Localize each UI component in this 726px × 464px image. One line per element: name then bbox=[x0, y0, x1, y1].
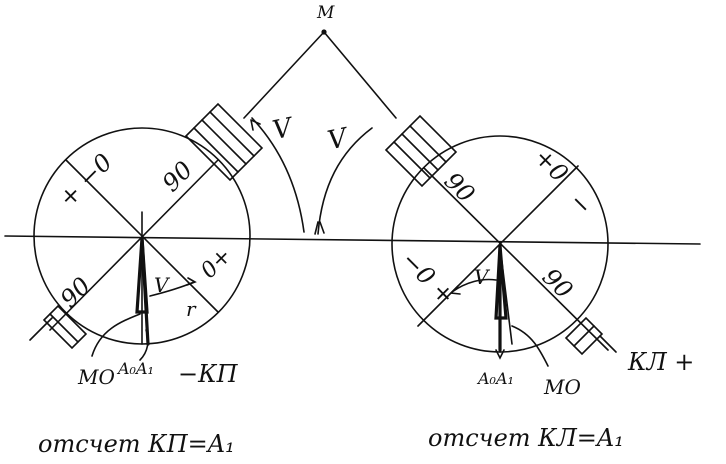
label-right-a0a1: A₀A₁ bbox=[476, 369, 514, 388]
left-a-leader bbox=[139, 329, 149, 361]
apex-point-m bbox=[321, 29, 327, 35]
right-diameter-b bbox=[417, 165, 579, 327]
label-left-mo: MO bbox=[77, 365, 115, 389]
label-angle-left: V bbox=[270, 112, 297, 146]
right-small-arc-arrow bbox=[449, 285, 461, 295]
label-apex-m: M bbox=[316, 3, 335, 23]
right-telescope-top bbox=[384, 114, 458, 188]
left-telescope-bottom bbox=[29, 304, 88, 350]
sight-line-right bbox=[323, 31, 397, 119]
label-right-kl: КЛ + bbox=[627, 348, 694, 376]
label-right-minus: − bbox=[564, 187, 598, 221]
label-right-mo: MO bbox=[543, 375, 581, 399]
label-right-plus-zero: +0 bbox=[529, 143, 574, 188]
label-right-ninety-top: 90 bbox=[439, 167, 480, 208]
sight-line-left bbox=[243, 31, 325, 119]
right-needle-arrow bbox=[495, 349, 505, 360]
right-mo-leader bbox=[511, 325, 549, 367]
right-small-arc bbox=[451, 278, 497, 293]
label-left-ninety-top: 90 bbox=[157, 156, 198, 197]
left-mo-leader bbox=[91, 313, 141, 357]
label-left-small-v: V bbox=[154, 273, 171, 297]
horizontal-axis bbox=[4, 235, 701, 245]
arc-right-arrowhead bbox=[314, 221, 325, 235]
right-needle-side bbox=[499, 245, 513, 345]
left-needle-tail bbox=[140, 236, 150, 346]
left-diameter-b bbox=[49, 159, 219, 331]
label-right-small-v: V bbox=[474, 265, 491, 289]
angle-arc-right bbox=[317, 127, 373, 235]
left-telescope-top bbox=[184, 102, 264, 182]
right-telescope-bottom bbox=[564, 316, 617, 356]
label-right-reading: отсчет КЛ=A₁ bbox=[428, 424, 624, 452]
angle-arc-left bbox=[251, 117, 305, 233]
arc-left-arrowhead bbox=[250, 119, 261, 131]
label-left-reading: отсчет КП=A₁ bbox=[38, 430, 235, 458]
label-right-minus-zero-plus: −0 + bbox=[396, 246, 460, 310]
label-left-kp: −КП bbox=[178, 360, 239, 388]
right-diameter-a bbox=[423, 167, 609, 351]
label-left-a0a1: A₀A₁ bbox=[116, 359, 154, 378]
left-small-arc-arrow bbox=[186, 277, 197, 286]
right-instrument bbox=[384, 114, 617, 367]
label-left-zero-plus: 0+ bbox=[196, 243, 237, 284]
left-instrument bbox=[29, 102, 264, 361]
label-angle-right: V bbox=[325, 123, 352, 157]
label-left-r: r bbox=[186, 297, 197, 321]
label-right-ninety-bottom: 90 bbox=[537, 263, 578, 304]
